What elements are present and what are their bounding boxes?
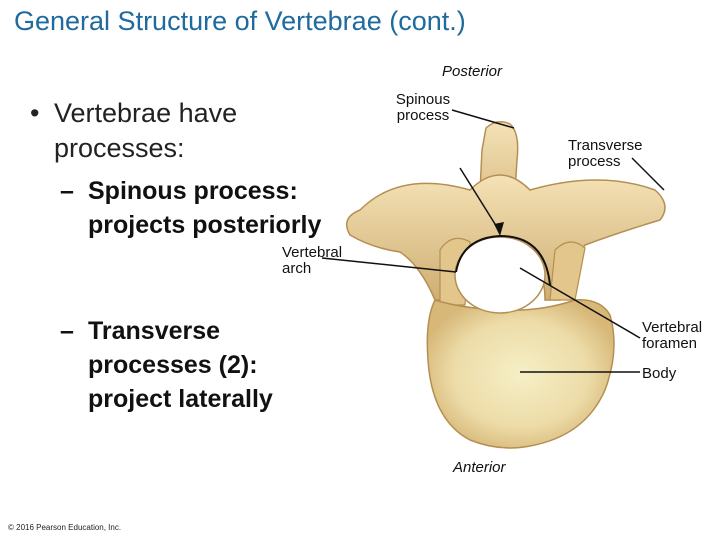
label-posterior: Posterior [442,63,503,80]
leader-arch [321,257,457,273]
right-pedicle [549,241,586,301]
label-transverse-process: Transverse process [568,137,643,170]
sub-bullet-dash: – [60,177,74,205]
vertebral-body [426,299,615,449]
vertebral-arch-outline [455,234,551,286]
leader-spinous [451,109,515,129]
leader-transverse [631,157,665,191]
copyright-notice: © 2016 Pearson Education, Inc. [8,523,122,532]
label-spinous-process: Spinous process [395,91,451,124]
slide-title: General Structure of Vertebrae (cont.) [14,6,466,36]
leader-foramen [519,267,641,339]
sub-bullet-dash: – [60,317,74,345]
sub-bullet-transverse-text: Transverse processes (2): project latera… [88,317,273,413]
label-vertebral-arch: Vertebral arch [282,244,343,277]
bullet-text: Vertebrae have processes: [54,98,238,163]
arrowhead-foramen [494,222,504,236]
label-anterior: Anterior [453,459,506,476]
label-body: Body [642,365,677,382]
label-vertebral-foramen: Vertebral foramen [642,319,703,352]
leader-spinous-foramen [459,167,501,233]
sub-bullet-spinous-text: Spinous process: projects posteriorly [88,177,322,239]
bullet-dot: • [30,98,40,128]
